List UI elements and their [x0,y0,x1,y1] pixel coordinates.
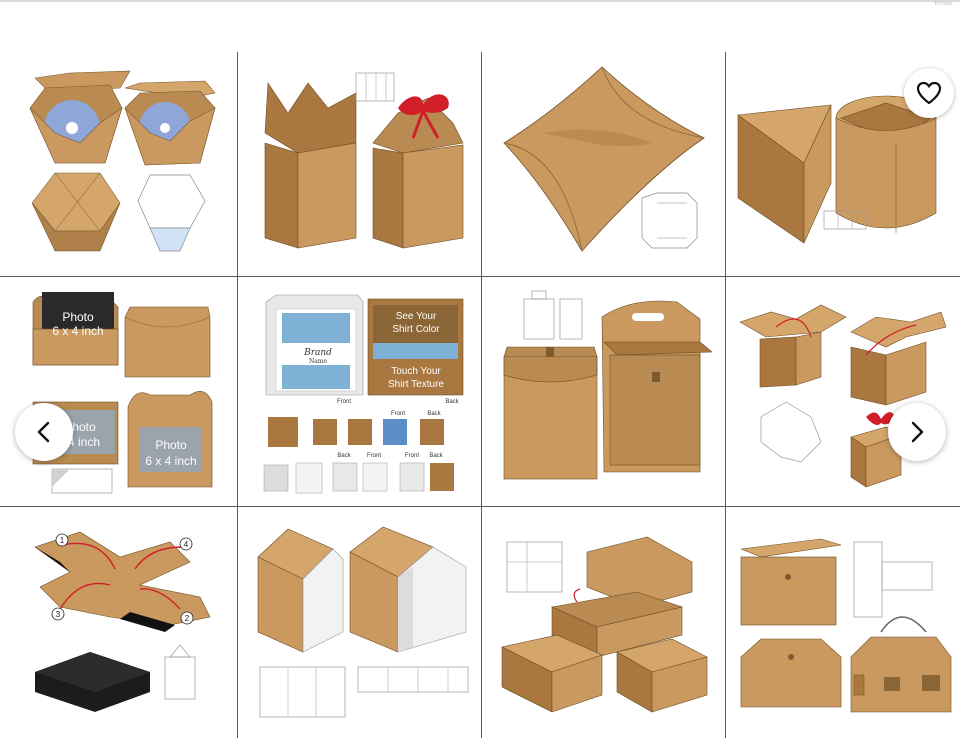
back-label-3: Back [337,453,351,459]
front-label-3: Front [367,453,381,459]
chevron-right-icon [911,421,924,443]
top-border [0,0,960,2]
photo-label-top-1: Photo [62,310,94,324]
cell-pillow-box[interactable] [482,53,725,276]
divider [481,52,482,738]
step-number-2: 2 [185,614,190,623]
cell-photo-window-box[interactable]: Photo 6 x 4 inch Photo 4 inch Photo 6 x … [0,277,237,506]
step-number-1: 1 [60,536,65,545]
back-label: Back [445,399,459,405]
back-label-2: Back [427,411,441,417]
step-number-4: 4 [184,540,189,549]
step-number-3: 3 [56,610,61,619]
cell-numbered-folding-box[interactable]: 1 4 3 2 [0,507,237,738]
divider [725,52,726,738]
cell-shirt-packaging-box[interactable]: Brand Name See Your Shirt Color Touch Yo… [238,277,481,506]
brand-label-1: Brand [303,348,332,358]
front-label-2: Front [391,411,405,417]
favorite-button[interactable] [904,68,954,118]
previous-button[interactable] [15,403,73,461]
cell-crown-top-box[interactable] [238,53,481,276]
front-label: Front [337,399,351,405]
back-label-4: Back [429,453,443,459]
photo-label-br-2: 6 x 4 inch [145,454,196,468]
divider [0,276,960,277]
brand-label-2: Name [309,358,328,365]
photo-label-top-2: 6 x 4 inch [52,324,103,338]
watermark: Envato [934,1,952,7]
next-button[interactable] [888,403,946,461]
divider [237,52,238,738]
cell-handle-folder-box[interactable] [482,277,725,506]
chevron-left-icon [37,421,50,443]
shirt-touch-1: Touch Your [391,366,441,377]
shirt-see-2: Shirt Color [392,324,440,335]
shirt-touch-2: Shirt Texture [388,379,444,390]
cell-kraft-cube-box[interactable] [726,277,960,506]
photo-label-br-1: Photo [155,438,187,452]
photo-label-mid-2: 4 inch [68,435,100,449]
cell-mailer-box[interactable] [482,507,725,738]
divider [0,506,960,507]
cell-house-shape-box[interactable] [238,507,481,738]
shirt-see-1: See Your [396,311,437,322]
cell-house-handle-box[interactable] [726,507,960,738]
cell-hexagon-cd-box[interactable] [0,53,237,276]
heart-icon [916,81,942,105]
front-label-4: Front [405,453,419,459]
